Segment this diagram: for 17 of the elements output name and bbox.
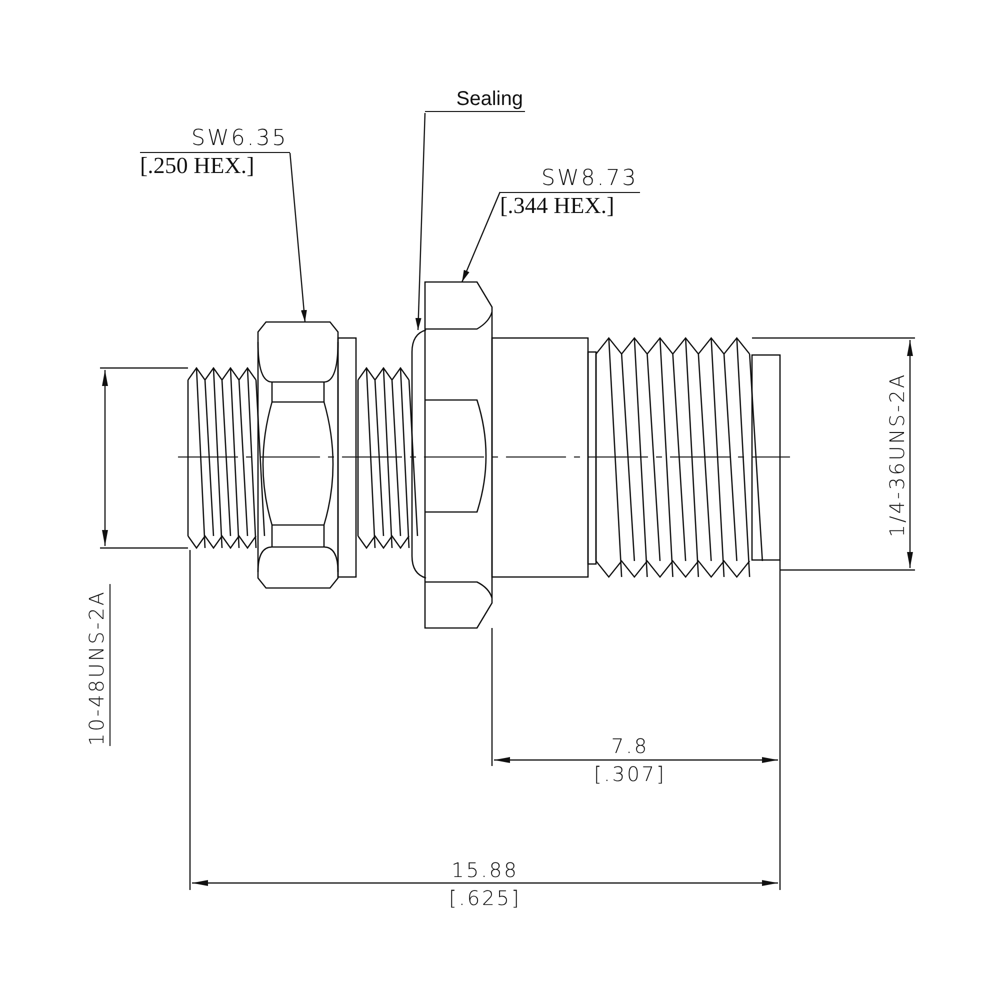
callout-label: SW8.73	[500, 167, 640, 194]
connector-part-drawing	[410, 330, 426, 578]
connector-part-drawing	[258, 322, 338, 588]
leader-line	[461, 192, 501, 282]
leader-line	[289, 152, 307, 322]
callout-note: [.250 HEX.]	[140, 153, 254, 178]
callout-label: Sealing	[425, 88, 525, 112]
dimension-label: [.625]	[448, 887, 522, 909]
dimension-label: 7.8	[611, 735, 649, 757]
connector-part-drawing	[425, 282, 492, 628]
leader-line	[415, 112, 426, 330]
dimension-label: 15.88	[451, 859, 519, 881]
thread-spec-label: 1/4-36UNS-2A	[886, 372, 908, 538]
callout-label: SW6.35	[140, 127, 290, 154]
callout-note: [.344 HEX.]	[500, 193, 614, 218]
thread-spec-label: 10-48UNS-2A	[86, 584, 110, 746]
dimension-label: [.307]	[594, 763, 666, 785]
